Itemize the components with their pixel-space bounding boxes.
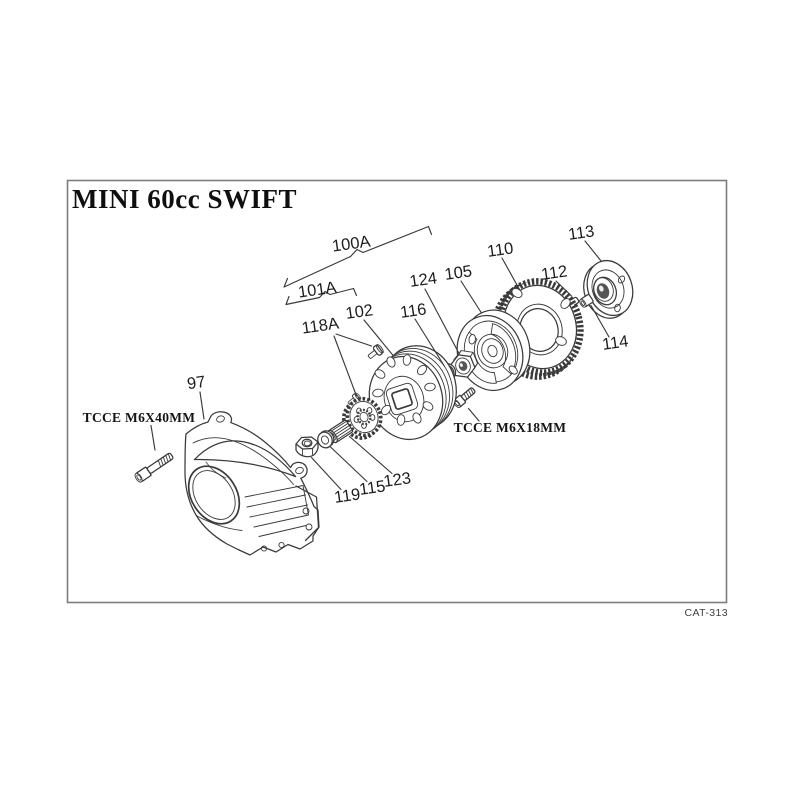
leader-110 <box>501 257 521 291</box>
leader-118a-lower <box>333 335 358 397</box>
bracket-101a <box>285 287 358 306</box>
part-starter-pinion-sprocket <box>341 396 383 440</box>
callout-116: 116 <box>399 300 428 321</box>
leader-115 <box>329 445 368 483</box>
leader-124 <box>424 288 460 354</box>
callout-101a: 101A <box>297 278 338 301</box>
casting-embossed-mark <box>205 461 227 479</box>
leader-105 <box>460 280 483 314</box>
catalog-ref: CAT-313 <box>685 607 728 619</box>
part-97-clutch-housing <box>184 411 320 556</box>
leader-114 <box>590 304 610 338</box>
callout-labels: 97 100A 101A 118A 102 116 124 105 110 11… <box>186 222 630 506</box>
leader-119 <box>310 456 342 491</box>
callout-102: 102 <box>344 301 374 323</box>
leader-113 <box>584 240 603 263</box>
callout-97: 97 <box>186 373 207 393</box>
part-114-bushing <box>579 293 594 308</box>
callout-112: 112 <box>540 262 569 283</box>
callout-110: 110 <box>486 239 515 260</box>
callout-115: 115 <box>358 477 387 498</box>
leader-bolt-m6x18 <box>467 407 480 422</box>
spec-bolt-m6x18: TCCE M6X18MM <box>454 420 567 435</box>
part-113-hub-flange <box>583 260 634 319</box>
leader-102 <box>363 319 395 357</box>
page-title: MINI 60cc SWIFT <box>72 184 297 214</box>
callout-119: 119 <box>333 485 362 506</box>
callout-100a: 100A <box>331 232 372 255</box>
leader-lines <box>150 225 610 491</box>
part-119-hex-nut <box>295 436 319 458</box>
part-tcce-m6x40-bolt <box>134 452 174 483</box>
leader-97 <box>199 391 205 420</box>
part-118a-screw-upper <box>367 344 384 359</box>
callout-105: 105 <box>443 262 473 284</box>
part-102-clutch-drum <box>368 345 457 441</box>
part-115-washer <box>317 430 335 449</box>
callout-113: 113 <box>567 222 596 243</box>
callout-124: 124 <box>408 269 438 291</box>
spec-bolt-m6x40: TCCE M6X40MM <box>83 410 196 425</box>
bracket-100a <box>283 225 433 288</box>
part-105-clutch-carrier <box>456 309 531 391</box>
diagram-border <box>66 179 728 604</box>
callout-114: 114 <box>601 332 630 353</box>
callout-118a: 118A <box>301 315 340 338</box>
leader-123 <box>348 435 393 475</box>
leader-bolt-m6x40 <box>150 424 156 451</box>
leader-112 <box>555 280 573 297</box>
part-124-flanged-nut <box>450 350 478 378</box>
leader-118a-upper <box>335 333 373 347</box>
leader-116 <box>414 318 445 367</box>
callout-123: 123 <box>382 469 412 491</box>
